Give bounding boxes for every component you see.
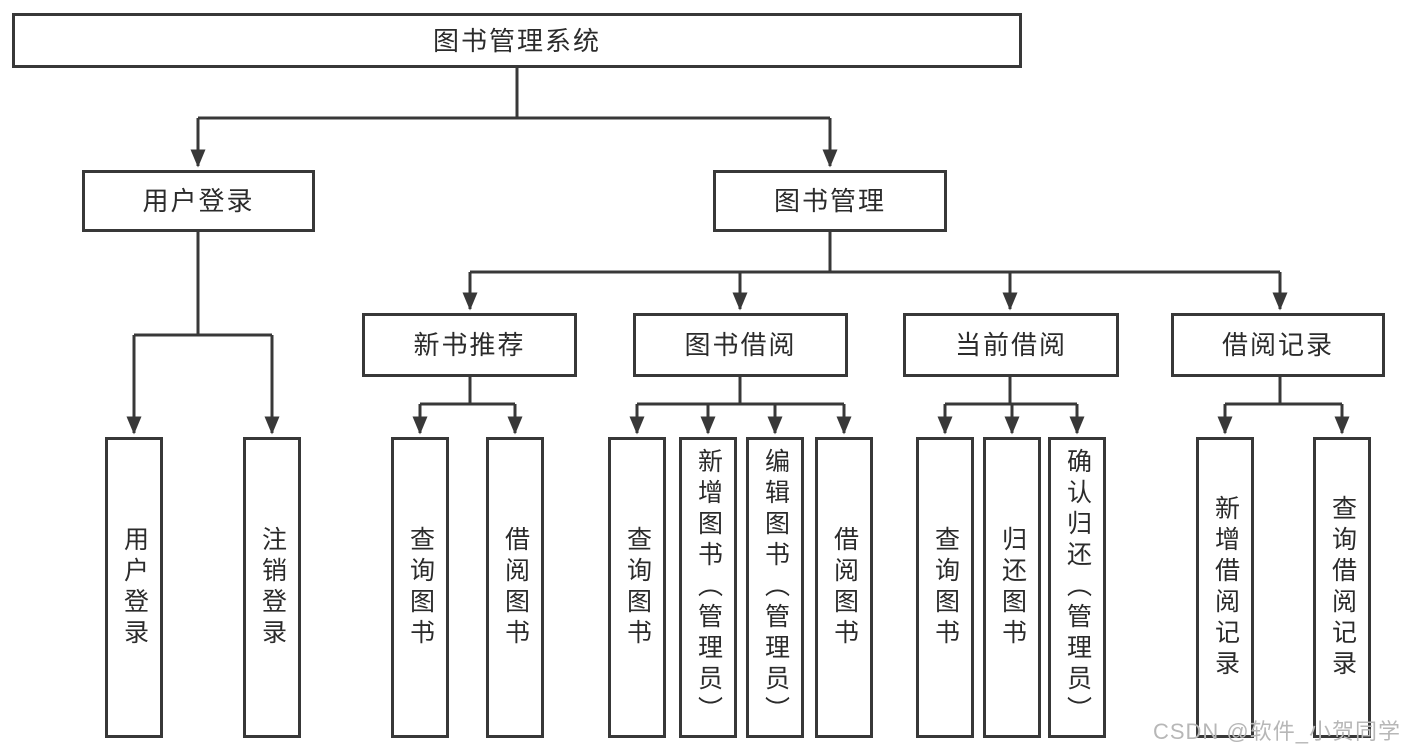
node-current-borrow-label: 当前借阅 — [954, 330, 1067, 360]
node-book-borrow-label: 图书借阅 — [684, 330, 797, 360]
node-current-borrow: 当前借阅 — [903, 313, 1119, 377]
node-user-login-label: 用户登录 — [142, 186, 255, 216]
node-user-login: 用户登录 — [82, 170, 315, 232]
node-new-book-recommend-label: 新书推荐 — [413, 330, 526, 360]
leaf-borrow-add: 新增图书（管理员） — [679, 437, 737, 738]
leaf-records-query-label: 查询借阅记录 — [1328, 494, 1357, 681]
node-root: 图书管理系统 — [12, 13, 1022, 68]
leaf-current-return-label: 归还图书 — [998, 525, 1027, 650]
leaf-current-confirm: 确认归还（管理员） — [1048, 437, 1106, 738]
leaf-borrow-edit-label: 编辑图书（管理员） — [761, 448, 790, 727]
leaf-current-return: 归还图书 — [983, 437, 1041, 738]
leaf-newbook-borrow: 借阅图书 — [486, 437, 544, 738]
leaf-records-query: 查询借阅记录 — [1313, 437, 1371, 738]
leaf-user-login-label: 用户登录 — [120, 525, 149, 650]
leaf-current-query-label: 查询图书 — [931, 525, 960, 650]
leaf-current-confirm-label: 确认归还（管理员） — [1063, 448, 1092, 727]
node-new-book-recommend: 新书推荐 — [362, 313, 577, 377]
node-borrow-records-label: 借阅记录 — [1221, 330, 1334, 360]
leaf-logout: 注销登录 — [243, 437, 301, 738]
leaf-current-query: 查询图书 — [916, 437, 974, 738]
leaf-borrow-add-label: 新增图书（管理员） — [694, 448, 723, 727]
leaf-records-add-label: 新增借阅记录 — [1211, 494, 1240, 681]
leaf-newbook-borrow-label: 借阅图书 — [501, 525, 530, 650]
node-book-management-label: 图书管理 — [773, 186, 886, 216]
node-root-label: 图书管理系统 — [432, 25, 601, 56]
node-book-borrow: 图书借阅 — [633, 313, 848, 377]
watermark: CSDN @软件_小贺同学 — [1152, 719, 1401, 744]
leaf-user-login: 用户登录 — [105, 437, 163, 738]
leaf-borrow-borrow-label: 借阅图书 — [830, 525, 859, 650]
node-book-management: 图书管理 — [713, 170, 947, 232]
leaf-borrow-borrow: 借阅图书 — [815, 437, 873, 738]
leaf-borrow-query-label: 查询图书 — [623, 525, 652, 650]
leaf-borrow-query: 查询图书 — [608, 437, 666, 738]
node-borrow-records: 借阅记录 — [1171, 313, 1385, 377]
leaf-logout-label: 注销登录 — [258, 525, 287, 650]
leaf-newbook-query: 查询图书 — [391, 437, 449, 738]
leaf-records-add: 新增借阅记录 — [1196, 437, 1254, 738]
leaf-newbook-query-label: 查询图书 — [406, 525, 435, 650]
leaf-borrow-edit: 编辑图书（管理员） — [746, 437, 804, 738]
